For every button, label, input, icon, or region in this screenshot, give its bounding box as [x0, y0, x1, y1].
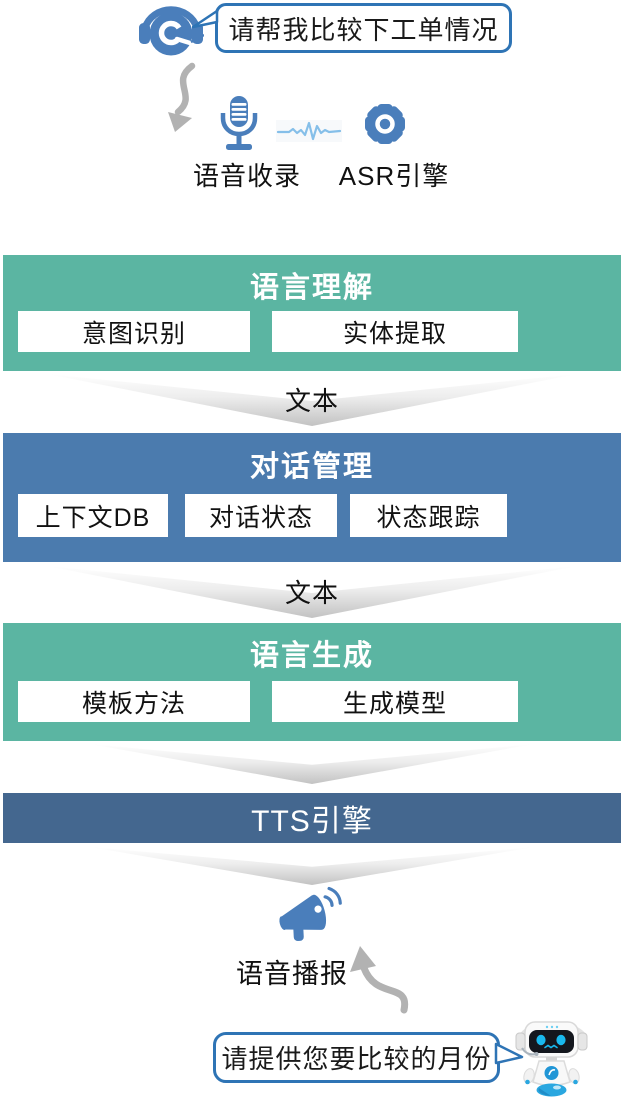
nlg-item-template: 模板方法 [18, 681, 250, 722]
dm-item-dialog-state: 对话状态 [185, 494, 337, 537]
voice-broadcast-label: 语音播报 [236, 959, 348, 989]
curved-arrow-up-icon [350, 946, 409, 1014]
tts-engine-band: TTS引擎 [3, 793, 621, 843]
nlg-block-title: 语言生成 [249, 640, 374, 672]
nlu-block-title: 语言理解 [249, 272, 374, 304]
megaphone-icon [279, 886, 342, 942]
agent-headset-icon [139, 6, 204, 56]
tts-engine-label: TTS引擎 [251, 805, 373, 838]
connector-chevron-4 [90, 847, 534, 885]
dm-block-title: 对话管理 [249, 451, 374, 483]
user-speech-bubble-text: 请帮我比较下工单情况 [228, 14, 499, 45]
connector-label-text-1: 文本 [284, 386, 339, 416]
voice-capture-label: 语音收录 [192, 161, 301, 191]
curved-arrow-down-icon [168, 62, 196, 132]
dm-item-state-tracking: 状态跟踪 [350, 494, 507, 537]
robot-icon [515, 1021, 588, 1097]
bot-speech-bubble-text: 请提供您要比较的月份 [221, 1044, 492, 1074]
asr-engine-label: ASR引擎 [338, 161, 450, 191]
dm-item-context-db: 上下文DB [18, 494, 168, 537]
nlu-item-intent: 意图识别 [18, 311, 250, 352]
nlu-item-entity: 实体提取 [272, 311, 518, 352]
user-speech-bubble: 请帮我比较下工单情况 [215, 3, 512, 53]
nlg-block: 语言生成 模板方法 生成模型 [3, 623, 621, 741]
user-bubble-tail [192, 9, 219, 29]
nlg-item-model: 生成模型 [272, 681, 518, 722]
bot-speech-bubble: 请提供您要比较的月份 [213, 1032, 500, 1083]
connector-label-text-2: 文本 [284, 578, 339, 608]
gear-icon [365, 104, 405, 144]
bot-bubble-tail [494, 1042, 524, 1065]
microphone-icon [220, 96, 258, 150]
dialog-management-block: 对话管理 上下文DB 对话状态 状态跟踪 [3, 433, 621, 562]
nlu-block: 语言理解 意图识别 实体提取 [3, 255, 621, 371]
connector-chevron-3 [90, 744, 534, 784]
waveform-icon [276, 120, 342, 142]
